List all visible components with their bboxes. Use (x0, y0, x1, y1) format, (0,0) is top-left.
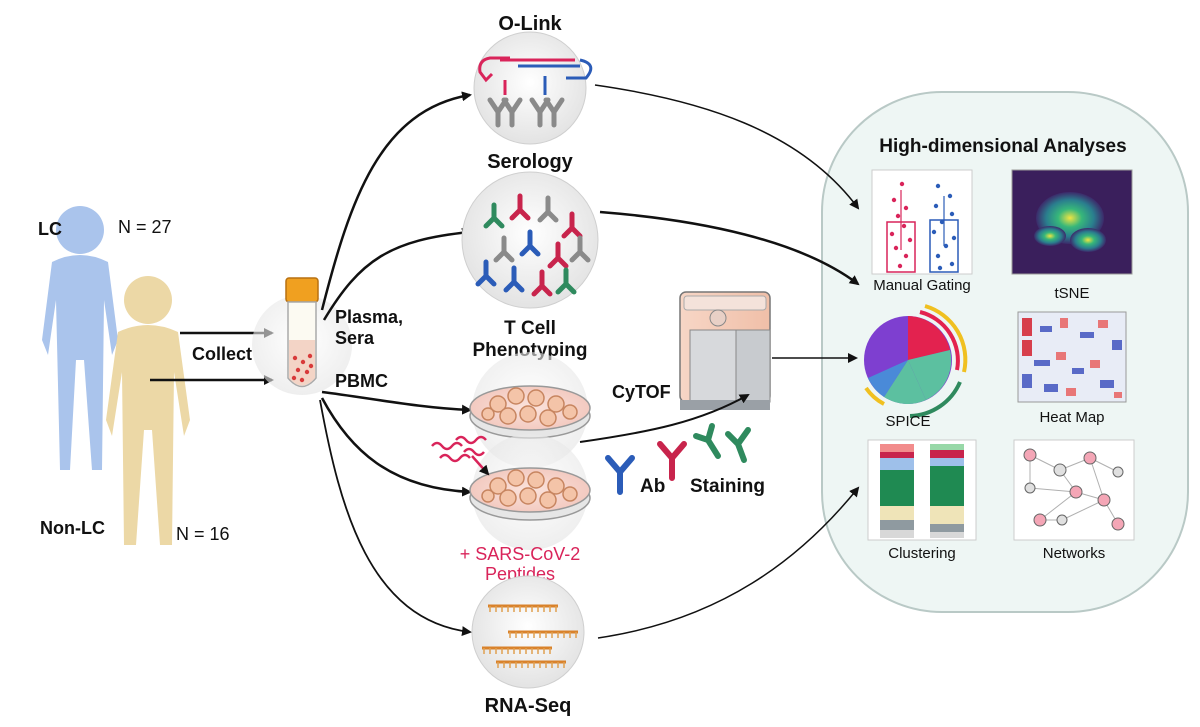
serology-antibodies-icon (461, 171, 599, 309)
collect-label: Collect (192, 344, 252, 364)
plasma-label-line2: Sera (335, 328, 375, 348)
ab-label: Ab (640, 476, 665, 497)
cytof-label: CyTOF (612, 382, 671, 402)
nonlc-count: N = 16 (176, 524, 230, 544)
pbmc-label: PBMC (335, 371, 388, 391)
arrow-rnaseq-to-analyses (597, 486, 860, 639)
olink-title: O-Link (498, 13, 562, 35)
heat-map-plot (1017, 311, 1127, 403)
tcell-dish-icon (469, 352, 591, 468)
nonlc-figure-icon (106, 276, 190, 545)
arrow-to-serology (322, 227, 472, 321)
manual-gating-plot (871, 169, 973, 275)
network-graph (1013, 439, 1135, 541)
cytof-machine-icon (679, 291, 771, 410)
olink-assay-icon (473, 31, 593, 145)
tcell-title-line1: T Cell (504, 318, 556, 339)
peptides-label-line1: + SARS-CoV-2 (460, 544, 581, 564)
panel-label-heat-map: Heat Map (1039, 409, 1104, 426)
arrow-olink-to-analyses (594, 84, 860, 210)
panel-label-manual-gating: Manual Gating (873, 277, 971, 294)
plasma-label-line1: Plasma, (335, 307, 403, 327)
blood-tube-icon (252, 277, 352, 395)
rnaseq-title: RNA-Seq (485, 695, 572, 717)
tsne-plot (1011, 169, 1133, 275)
arrow-to-olink (320, 91, 472, 311)
panel-label-clustering: Clustering (888, 545, 956, 562)
staining-antibodies-icon (605, 423, 751, 495)
tcell-title-line2: Phenotyping (472, 340, 587, 361)
panel-label-spice: SPICE (885, 413, 930, 430)
serology-title: Serology (487, 151, 573, 173)
peptide-squiggles-icon (431, 435, 490, 476)
arrow-serology-to-analyses (599, 210, 860, 286)
nonlc-label: Non-LC (40, 518, 105, 538)
arrow-to-rnaseq (319, 399, 472, 637)
panel-label-tsne: tSNE (1054, 285, 1089, 302)
spice-pie-chart (864, 304, 968, 418)
panel-label-networks: Networks (1043, 545, 1106, 562)
arrow-to-cytof (579, 394, 750, 443)
arrow-to-stimulated-dish (320, 397, 472, 497)
staining-label: Staining (690, 476, 765, 497)
lc-label: LC (38, 219, 62, 239)
analyses-title: High-dimensional Analyses (879, 136, 1126, 157)
lc-count: N = 27 (118, 217, 172, 237)
stimulated-dish-icon (469, 434, 591, 550)
clustering-stacked-bars (867, 439, 977, 541)
arrow-to-tcell (321, 390, 472, 415)
rnaseq-strands-icon (471, 575, 585, 689)
lc-figure-icon (42, 206, 118, 470)
